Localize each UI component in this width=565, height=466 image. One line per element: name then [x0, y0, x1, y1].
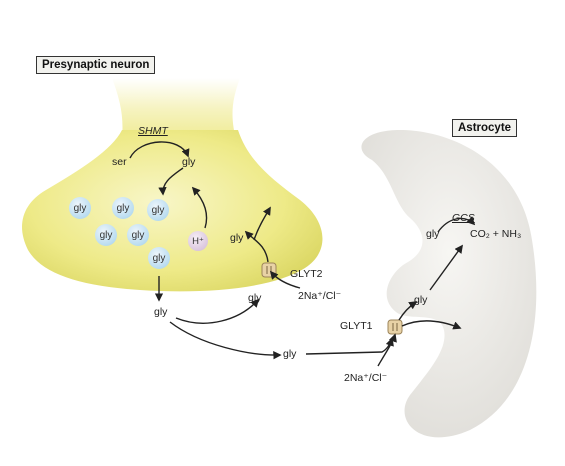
gly-to-gcs-arrow: [429, 244, 463, 291]
vesicle: gly: [147, 199, 169, 221]
na-cl-glyt1-label: 2Na⁺/Cl⁻: [344, 372, 388, 384]
proton-label: H⁺: [192, 235, 204, 247]
glycine-reuptake-label: gly: [230, 232, 244, 244]
vesicle: gly: [69, 197, 91, 219]
glycine-astrocyte-label: gly: [426, 228, 440, 240]
shmt-arrow: [129, 141, 190, 159]
gly-to-glyt1-arrow: [305, 337, 394, 355]
vesicle: gly: [127, 224, 149, 246]
glyt1-inner-arrow: [398, 301, 418, 321]
glyt1-transporter: [387, 319, 403, 335]
glycine-diffused-label: gly: [283, 348, 297, 360]
vesicle: gly: [95, 224, 117, 246]
gcs-enzyme-label: GCS: [452, 212, 475, 224]
glycine-released-label: gly: [154, 306, 168, 318]
presynaptic-neuron-label: Presynaptic neuron: [36, 56, 156, 74]
glyt1-cotransport-arrow: [401, 320, 462, 330]
glycine-synthesized-label: gly: [182, 156, 196, 168]
na-cl-glyt2-label: 2Na⁺/Cl⁻: [298, 290, 342, 302]
proton-exchange-arrow: [191, 186, 208, 229]
serine-label: ser: [112, 156, 127, 168]
gly-to-vesicle-arrow: [158, 167, 184, 196]
astrocyte-body: [361, 130, 537, 438]
glyt1-label: GLYT1: [340, 320, 373, 332]
co2-nh3-label: CO₂ + NH₃: [470, 228, 522, 240]
glyt2-inner-arrow: [244, 230, 269, 263]
glycine-cleft-label: gly: [248, 292, 262, 304]
glyt2-label: GLYT2: [290, 268, 323, 280]
uptake-up-arrow: [253, 206, 271, 241]
nacl-glyt2-arrow: [269, 270, 301, 289]
gcs-arrow: [437, 216, 476, 233]
presynaptic-neuron: [22, 78, 323, 292]
reuptake-glyt2-arrow: [175, 298, 260, 324]
glycine-uptake-astrocyte-label: gly: [414, 294, 428, 306]
neuron-axon: [112, 78, 240, 140]
astrocyte-label: Astrocyte: [452, 119, 518, 137]
proton-ion: H⁺: [188, 231, 208, 251]
shmt-enzyme-label: SHMT: [138, 125, 168, 137]
vesicle: gly: [112, 197, 134, 219]
nacl-glyt1-arrow: [377, 333, 397, 367]
diffusion-arrow: [169, 321, 282, 360]
vesicle: gly: [148, 247, 170, 269]
neuron-terminal: [22, 130, 323, 292]
